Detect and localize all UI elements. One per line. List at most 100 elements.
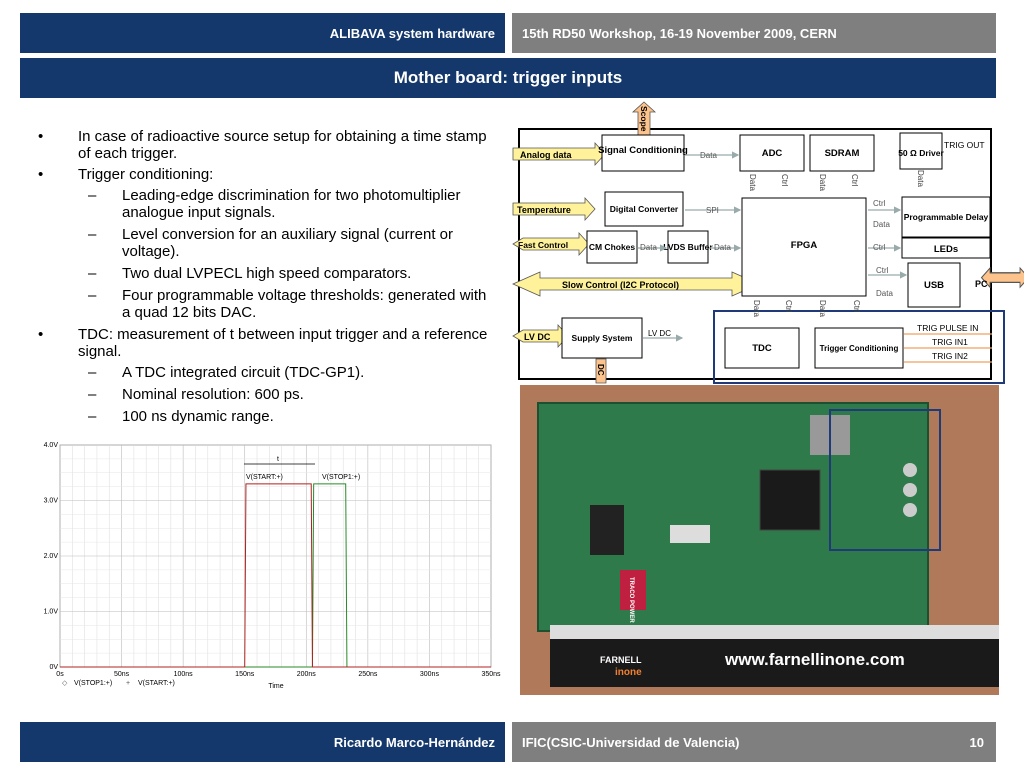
fpga-chip [759, 469, 821, 531]
inductor-1 [590, 505, 624, 555]
cm-chokes-label: CM Chokes [589, 242, 636, 252]
scope-label: Scope [639, 106, 649, 132]
y-tick-label: 0V [49, 664, 58, 671]
tdc-block [724, 327, 800, 369]
bullet-text: Trigger conditioning: [78, 166, 214, 183]
x-tick-label: 150ns [235, 671, 255, 678]
sub-bullet-marker: – [88, 408, 97, 425]
link-spi-label: SPI [706, 206, 719, 215]
sub-bullet-text: Two dual LVPECL high speed comparators. [122, 265, 412, 282]
bullet-item: •TDC: measurement of t between input tri… [38, 326, 488, 360]
trig-pulse-in-label: TRIG PULSE IN [917, 323, 978, 333]
lv-dc-arrow [512, 323, 569, 349]
y-tick-label: 2.0V [44, 553, 59, 560]
bullet-item: •Trigger conditioning: [38, 166, 488, 183]
x-tick-label: 50ns [114, 671, 130, 678]
link-data-label: Data [700, 151, 717, 160]
bullet-item: • In case of radioactive source setup for… [38, 128, 488, 162]
bullet-text: In case of radioactive source setup for … [78, 128, 487, 162]
signal-conditioning-block [601, 134, 685, 172]
lv-dc-label: LV DC [524, 332, 551, 342]
traco-module [620, 570, 646, 610]
trig-out-label: TRIG OUT [944, 140, 985, 150]
link-ctrl-label-3: Ctrl [876, 266, 889, 275]
dc-label: DC [596, 364, 605, 376]
sub-bullet-marker: – [88, 187, 97, 204]
lvds-buffer-label: LVDS Buffer [663, 242, 713, 252]
sub-bullet-text: 100 ns dynamic range. [122, 408, 274, 425]
slide-title: Mother board: trigger inputs [20, 58, 996, 98]
adc-block [739, 134, 805, 172]
footer-author: Ricardo Marco-Hernández [333, 734, 495, 750]
stop-annotation: V(STOP1:+) [322, 474, 360, 481]
dc-arrow [595, 358, 607, 384]
fast-control-arrow [512, 231, 590, 257]
bullet-list: • In case of radioactive source setup for… [38, 128, 488, 430]
sub-bullet-text: Nominal resolution: 600 ps. [122, 386, 304, 403]
programmable-delay-label: Programmable Delay [904, 212, 989, 222]
sub-bullet-marker: – [88, 265, 97, 282]
sub-bullet-marker: – [88, 386, 97, 403]
leds-label: LEDs [934, 244, 958, 255]
legend-marker-start: + [126, 680, 130, 687]
supply-system-label: Supply System [572, 333, 633, 343]
sub-bullet-marker: – [88, 287, 97, 304]
bullet-text: TDC: measurement of t between input trig… [78, 326, 488, 360]
bullet-marker: • [38, 128, 44, 145]
link-ctrl-label-2: Ctrl [873, 243, 886, 252]
vlink-data-2: Data [818, 174, 827, 191]
x-tick-label: 200ns [297, 671, 317, 678]
sub-bullet-item: – Nominal resolution: 600 ps. [38, 386, 488, 403]
driver-block [899, 132, 943, 170]
header-right: 15th RD50 Workshop, 16-19 November 2009,… [512, 13, 996, 53]
sub-bullet-text: A TDC integrated circuit (TDC-GP1). [122, 364, 365, 381]
trig-in1-label: TRIG IN1 [932, 337, 968, 347]
x-tick-label: 250ns [358, 671, 378, 678]
sub-bullet-item: – 100 ns dynamic range. [38, 408, 488, 425]
traco-label: TRACO POWER [628, 577, 634, 623]
ruler-brand: FARNELL [600, 655, 642, 665]
ruler-scale [550, 625, 999, 639]
sub-bullet-text: Leading-edge discrimination for two phot… [122, 187, 461, 221]
pc-label: PC [975, 279, 988, 289]
slow-control-label: Slow Control (I2C Protocol) [562, 280, 679, 290]
trigger-conditioning-label: Trigger Conditioning [820, 344, 899, 353]
sub-bullet-marker: – [88, 364, 97, 381]
driver-label: 50 Ω Driver [898, 148, 944, 158]
trigger-area-highlight [829, 409, 941, 551]
sub-bullet-item: – A TDC integrated circuit (TDC-GP1). [38, 364, 488, 381]
vlink-ctrl-4: Ctrl [784, 300, 793, 313]
start-annotation: V(START:+) [246, 474, 283, 481]
trig-in2-label: TRIG IN2 [932, 351, 968, 361]
sub-bullet-item: –Four programmable voltage thresholds: g… [38, 287, 488, 321]
sdram-label: SDRAM [825, 148, 860, 159]
programmable-delay-block [901, 196, 991, 238]
interval-label: t [277, 456, 279, 463]
sub-bullet-item: – Level conversion for an auxiliary signa… [38, 226, 488, 260]
pcb-photo: TRACO POWER FARNELL inone www.farnellino… [520, 385, 999, 695]
sub-bullet-marker: – [88, 226, 97, 243]
supply-system-block [561, 317, 643, 359]
legend-series-stop: V(STOP1:+) [74, 680, 112, 687]
leds-block [901, 237, 991, 259]
sub-bullet-item: – Two dual LVPECL high speed comparators. [38, 265, 488, 282]
vlink-ctrl-2: Ctrl [850, 174, 859, 187]
lvds-buffer-block [667, 230, 709, 264]
x-tick-label: 0s [56, 671, 64, 678]
y-tick-label: 4.0V [44, 442, 59, 449]
analog-data-label: Analog data [520, 150, 572, 160]
digital-converter-label: Digital Converter [610, 204, 679, 214]
y-tick-label: 1.0V [44, 609, 59, 616]
trigger-conditioning-block [814, 327, 904, 369]
vlink-data-3: Data [916, 170, 925, 187]
vlink-data-1: Data [748, 174, 757, 191]
header-left-text: ALIBAVA system hardware [329, 25, 495, 41]
series-line-start [60, 483, 491, 668]
ic-label-sticker [670, 525, 710, 543]
tdc-label: TDC [752, 343, 772, 354]
trigger-input-connector-1 [903, 463, 917, 477]
sub-bullet-text: Level conversion for an auxiliary signal… [122, 226, 453, 260]
ruler-website: www.farnellinone.com [724, 650, 905, 669]
ruler-brand-sub: inone [615, 667, 642, 678]
